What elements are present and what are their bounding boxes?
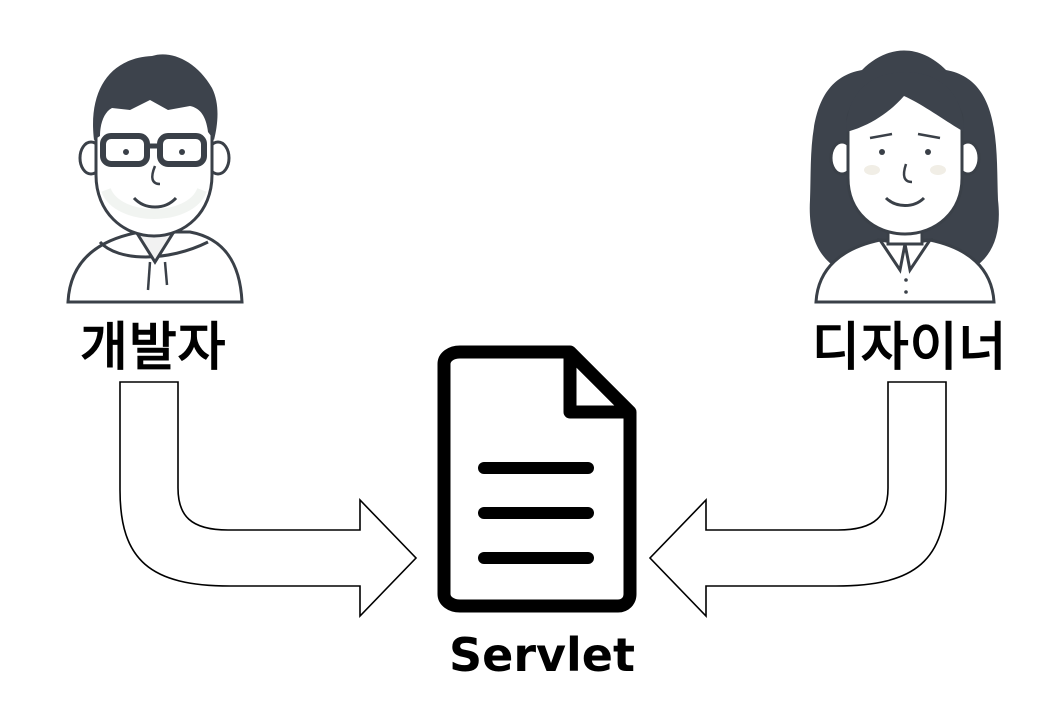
servlet-label: Servlet	[449, 628, 635, 682]
developer-to-servlet-arrow	[119, 381, 418, 618]
developer-label: 개발자	[80, 318, 227, 378]
document-icon	[437, 345, 637, 613]
designer-avatar-icon	[809, 50, 999, 304]
designer-label: 디자이너	[812, 318, 1008, 378]
designer-to-servlet-arrow	[648, 381, 947, 618]
developer-avatar-icon	[66, 54, 244, 304]
